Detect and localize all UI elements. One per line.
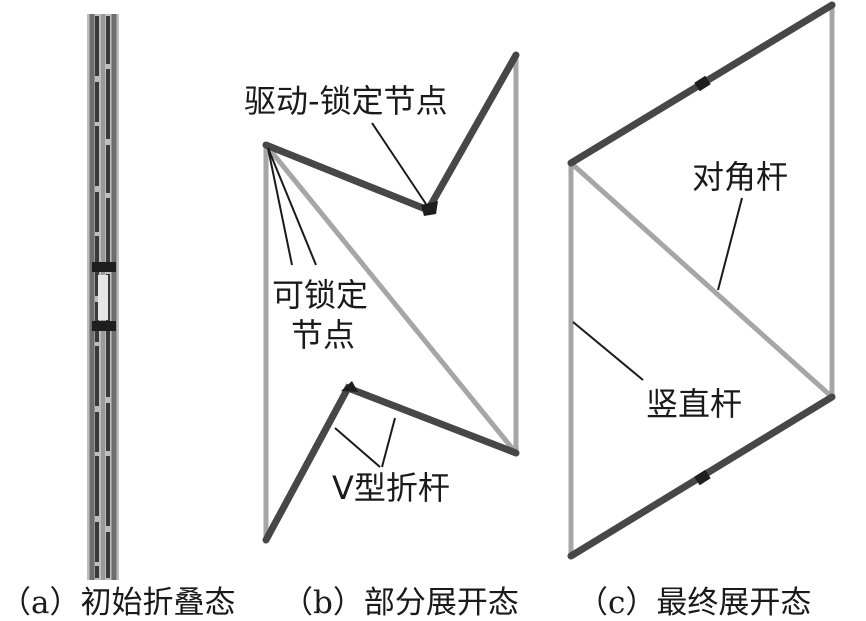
leader-lockable-node	[267, 147, 293, 266]
label-lockable-node-line1: 可锁定	[272, 276, 368, 314]
label-lockable-node-line2: 节点	[291, 316, 355, 354]
lock-node-bottom	[341, 381, 358, 392]
diagonal-bar	[568, 160, 835, 400]
label-diagonal-bar: 对角杆	[692, 158, 788, 196]
leader-v-bar	[334, 427, 381, 468]
label-drive-lock-node: 驱动-锁定节点	[244, 82, 448, 120]
leader-drive-lock-node	[371, 122, 427, 205]
caption-b: （b）部分展开态	[282, 585, 519, 621]
label-vertical-bar: 竖直杆	[646, 385, 742, 423]
v-folding-bar-top	[262, 51, 520, 215]
leader-vertical-bar	[572, 321, 644, 381]
leader-lockable-node	[267, 147, 317, 266]
diagonal-bar	[263, 142, 519, 456]
annotation-leaders	[267, 122, 743, 468]
caption-c: （c）最终展开态	[577, 585, 811, 621]
folded-lock-node	[92, 262, 116, 272]
folded-state-figure	[87, 14, 119, 580]
final-state-figure	[567, 1, 836, 560]
folded-lock-node	[92, 321, 116, 331]
drive-lock-node	[421, 201, 438, 216]
caption-a: （a）初始折叠态	[0, 585, 235, 621]
chord-hinge-bottom	[694, 469, 711, 486]
chord-hinge-top	[694, 75, 711, 92]
folded-gap	[98, 275, 108, 320]
leader-diagonal-bar	[717, 197, 743, 291]
partial-state-figure	[262, 51, 520, 544]
v-folding-bar-bottom	[262, 383, 520, 544]
leader-v-bar	[381, 417, 396, 468]
label-v-folding-bar: V型折杆	[332, 469, 450, 507]
